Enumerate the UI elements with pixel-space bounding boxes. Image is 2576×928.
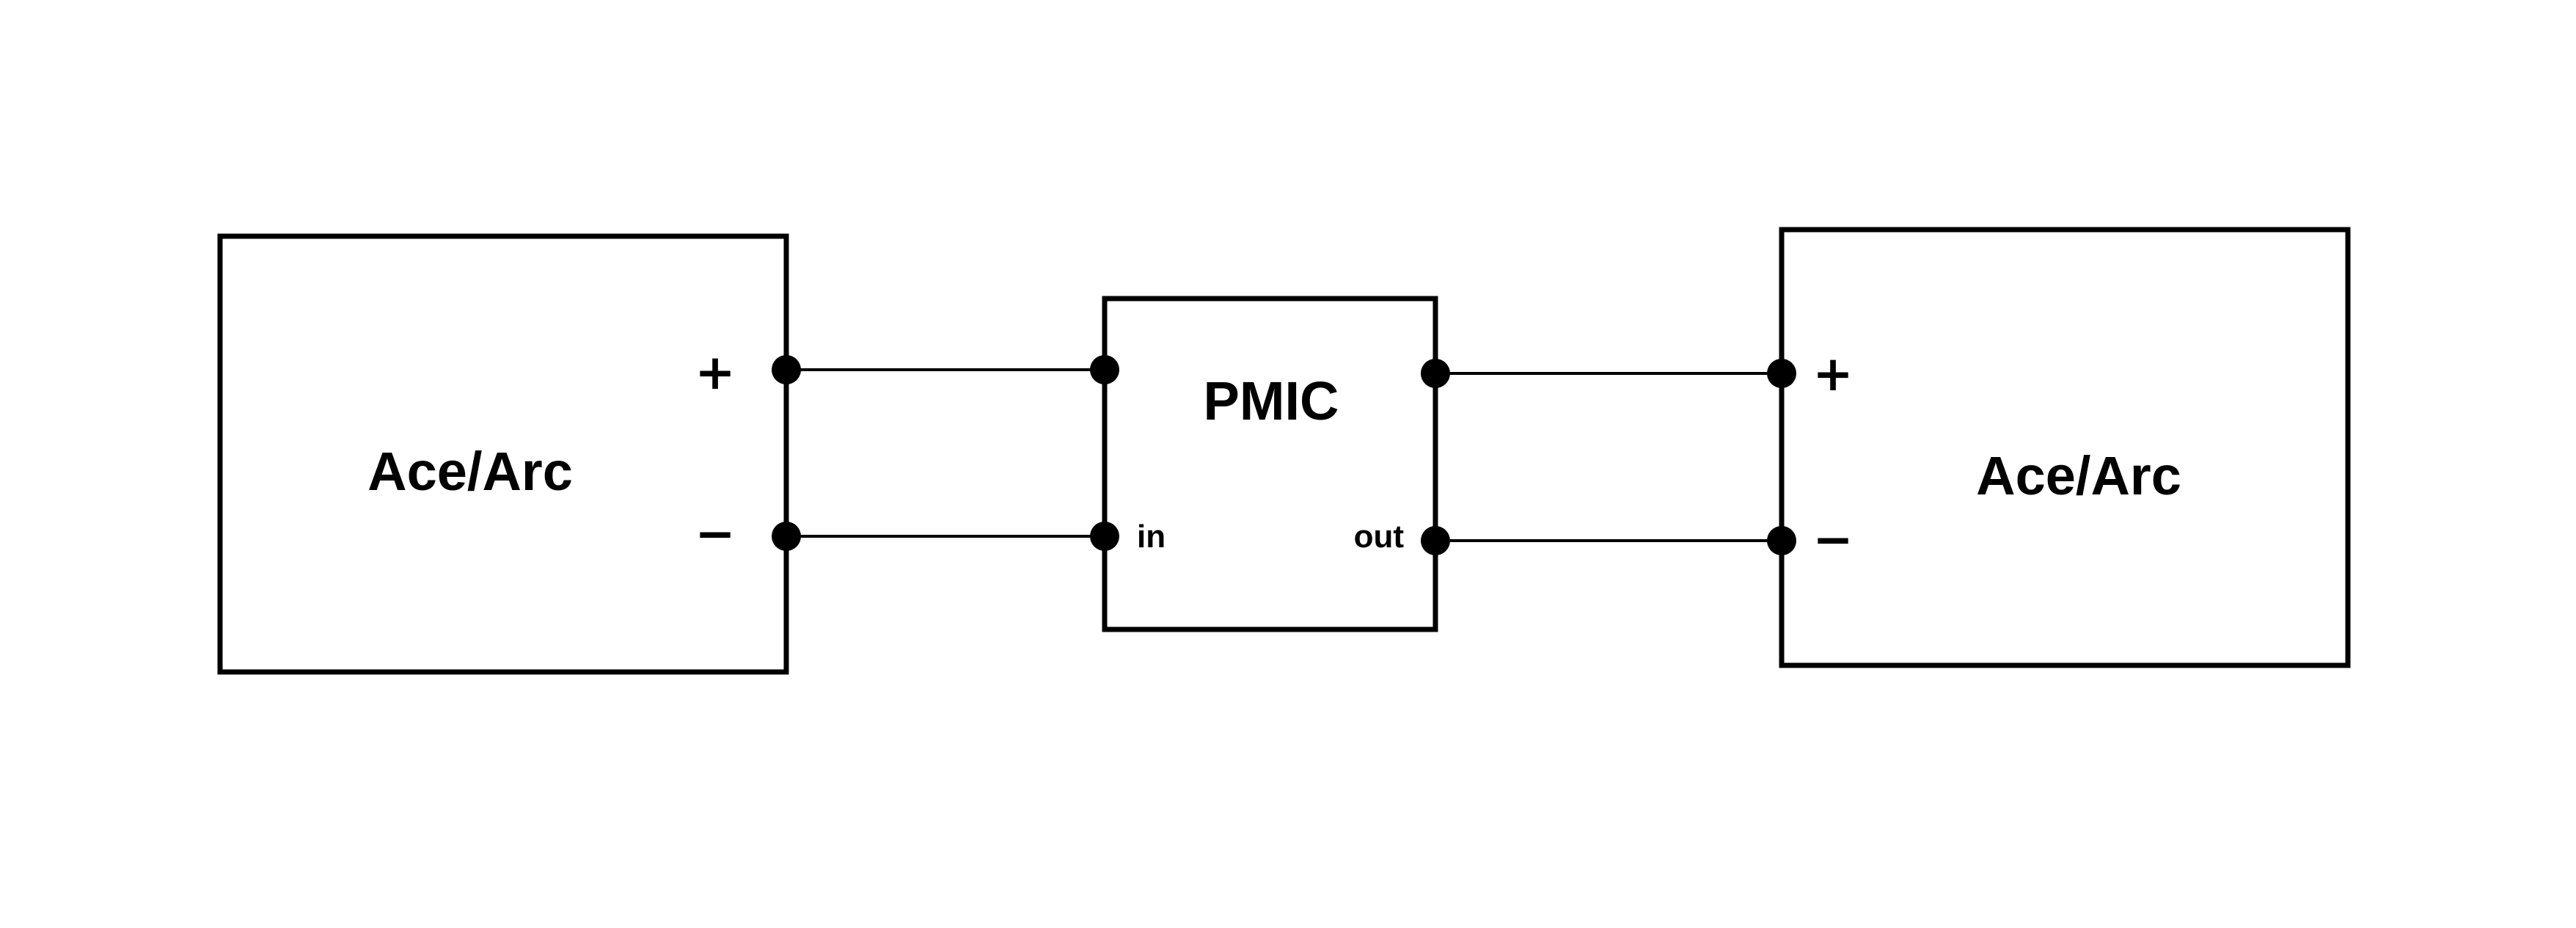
right-block-label: Ace/Arc (1976, 445, 2181, 506)
pmic-box (1102, 296, 1438, 632)
right-block: Ace/Arc + − (1779, 227, 2351, 668)
pmic-in-label: in (1137, 519, 1166, 555)
node-right-plus (1767, 359, 1796, 388)
left-block-plus-sign: + (695, 344, 735, 401)
right-block-box (1779, 227, 2351, 668)
pmic-out-label: out (1354, 519, 1405, 555)
node-left-plus (772, 355, 801, 384)
node-right-minus (1767, 526, 1796, 555)
left-block-minus-sign: − (695, 505, 735, 562)
left-block-label: Ace/Arc (367, 441, 573, 502)
node-pmic-in-minus (1090, 522, 1119, 551)
pmic-block: PMIC in out (1102, 296, 1438, 632)
right-block-plus-sign: + (1812, 346, 1853, 402)
node-pmic-out-minus (1421, 526, 1450, 555)
pmic-label: PMIC (1204, 370, 1339, 431)
node-pmic-in-plus (1090, 355, 1119, 384)
node-left-minus (772, 522, 801, 551)
right-block-minus-sign: − (1812, 511, 1853, 568)
node-pmic-out-plus (1421, 359, 1450, 388)
left-block-box (217, 233, 789, 675)
left-block: Ace/Arc + − (217, 233, 789, 675)
